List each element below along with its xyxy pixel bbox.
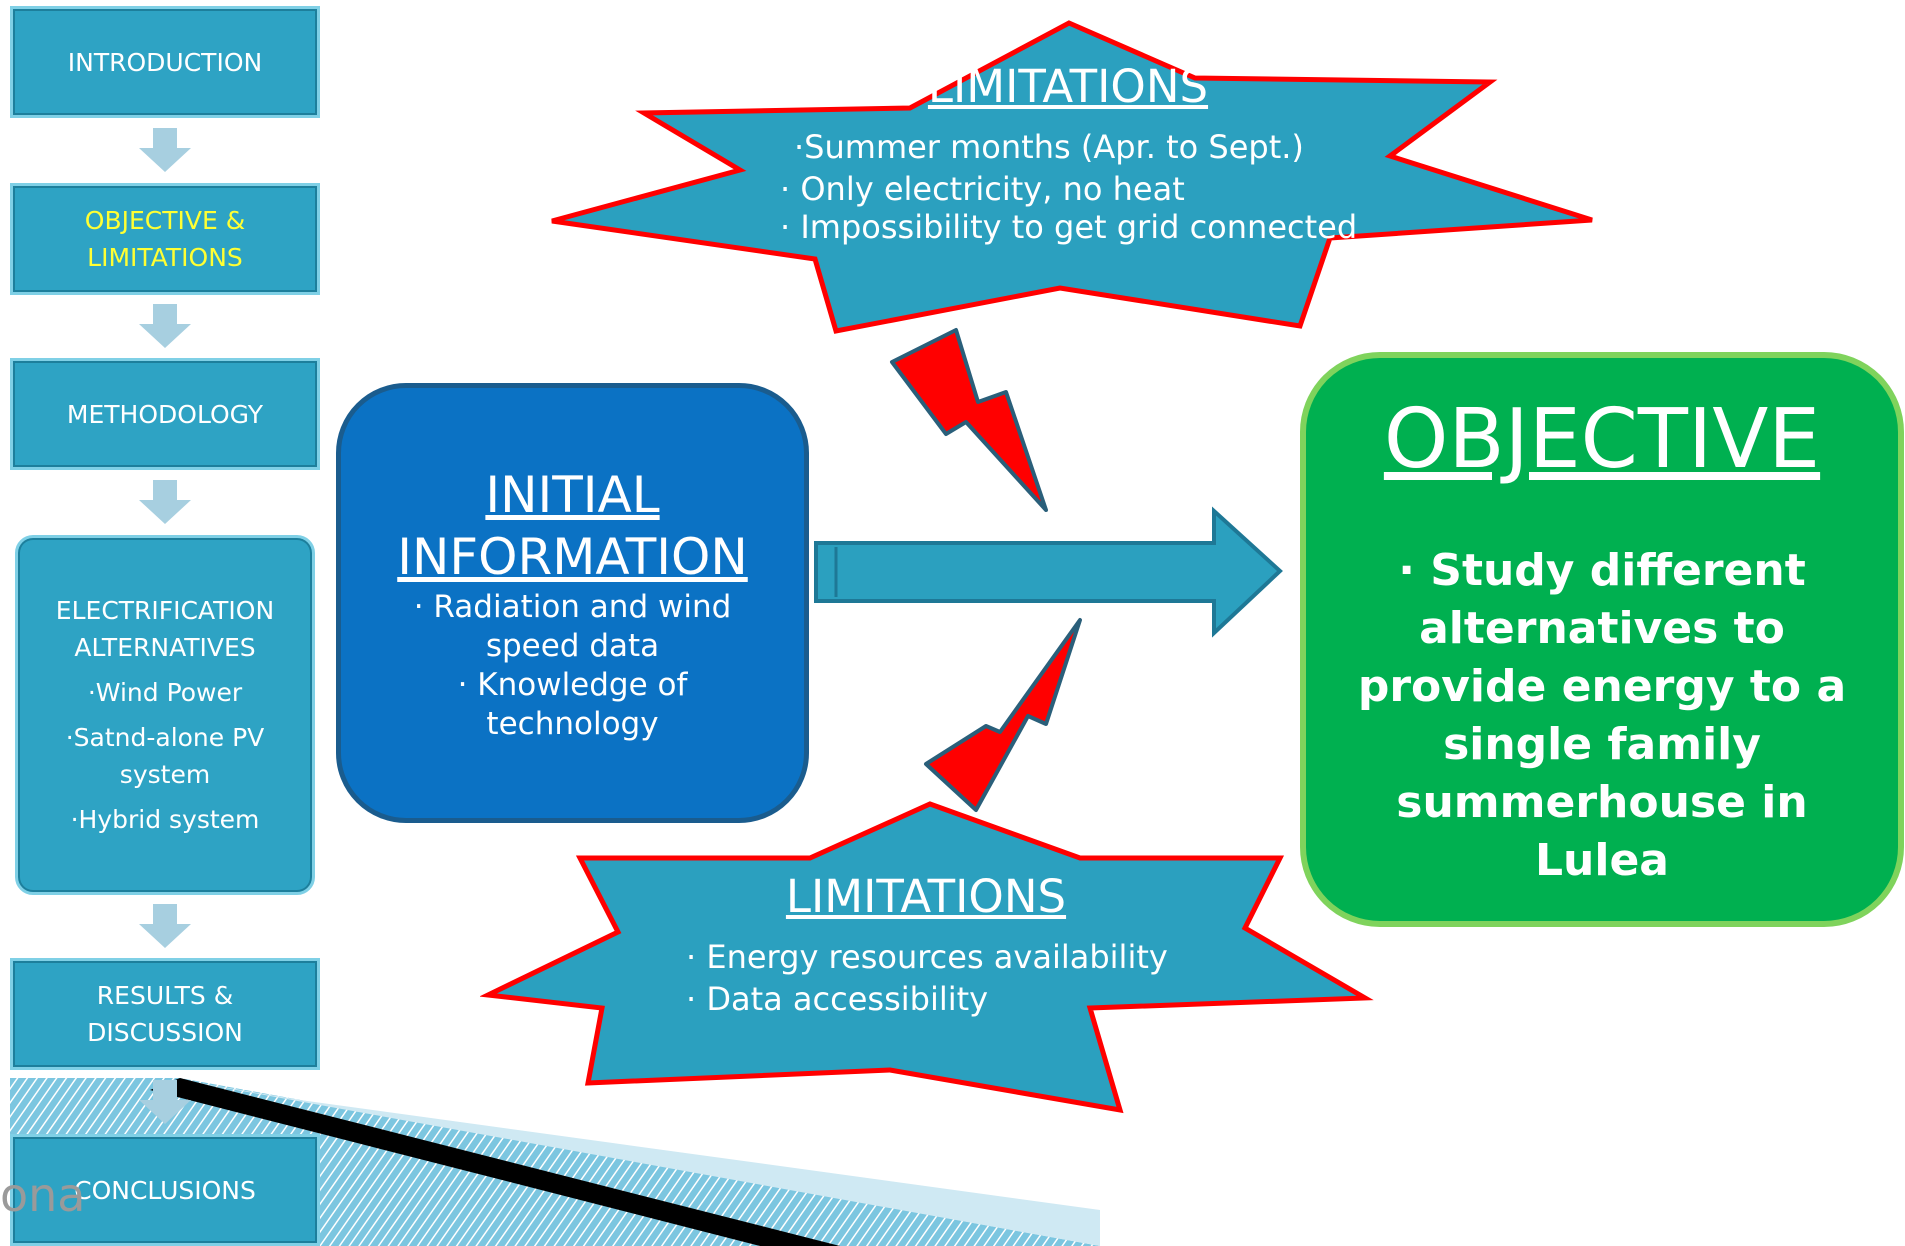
initial-info-item-4: technology	[486, 706, 659, 742]
lightning-bolt-icon	[890, 328, 1048, 512]
nav-results-discussion[interactable]: RESULTS & DISCUSSION	[10, 958, 320, 1070]
initial-information-title-1: INITIAL	[485, 466, 660, 524]
nav-introduction-label: INTRODUCTION	[67, 47, 263, 77]
objective-box: OBJECTIVE · Study different alternatives…	[1300, 352, 1904, 927]
alt-pv-1: ·Satnd-alone PV	[65, 723, 265, 752]
initial-info-item-1: · Radiation and wind	[413, 589, 732, 625]
nav-results-label-1: RESULTS &	[96, 981, 234, 1010]
down-arrow-icon	[139, 1080, 191, 1124]
university-logo: ona	[0, 1168, 86, 1222]
initial-information-title: INITIAL INFORMATION	[341, 464, 804, 588]
nav-objective-label-2: LIMITATIONS	[87, 243, 243, 272]
down-arrow-icon	[139, 480, 191, 524]
nav-conclusions[interactable]: CONCLUSIONS	[10, 1134, 320, 1246]
alt-wind-power: ·Wind Power	[87, 678, 243, 707]
top-limitation-item-3: · Impossibility to get grid connected	[780, 208, 1358, 246]
bottom-limitations-star	[480, 801, 1374, 1114]
nav-methodology[interactable]: METHODOLOGY	[10, 358, 320, 470]
right-arrow-icon	[814, 506, 1283, 638]
bottom-limitations-title: LIMITATIONS	[785, 870, 1067, 923]
nav-objective-label-1: OBJECTIVE &	[84, 206, 246, 235]
nav-introduction[interactable]: INTRODUCTION	[10, 6, 320, 118]
nav-conclusions-label: CONCLUSIONS	[74, 1175, 256, 1205]
objective-title: OBJECTIVE	[1383, 392, 1821, 487]
top-limitation-item-1: ·Summer months (Apr. to Sept.)	[794, 128, 1304, 166]
nav-electrification-label-2: ALTERNATIVES	[74, 633, 256, 662]
nav-electrification-alternatives[interactable]: ELECTRIFICATION ALTERNATIVES ·Wind Power…	[15, 535, 315, 895]
bottom-limitation-item-1: · Energy resources availability	[686, 938, 1168, 976]
initial-info-item-2: speed data	[485, 628, 660, 664]
nav-results-label-2: DISCUSSION	[87, 1018, 243, 1047]
bottom-limitation-item-2: · Data accessibility	[686, 980, 989, 1018]
top-limitation-item-2: · Only electricity, no heat	[780, 170, 1185, 208]
top-limitations-title: LIMITATIONS	[927, 60, 1209, 113]
initial-information-box: INITIAL INFORMATION · Radiation and wind…	[336, 383, 809, 823]
nav-electrification-label-1: ELECTRIFICATION	[55, 596, 275, 625]
initial-information-title-2: INFORMATION	[397, 528, 748, 586]
nav-objective-limitations[interactable]: OBJECTIVE & LIMITATIONS	[10, 183, 320, 295]
top-limitations-star	[551, 20, 1593, 334]
alt-hybrid: ·Hybrid system	[70, 805, 260, 834]
initial-info-item-3: · Knowledge of	[457, 667, 688, 703]
down-arrow-icon	[139, 304, 191, 348]
lightning-bolt-icon	[924, 618, 1082, 812]
nav-methodology-label: METHODOLOGY	[66, 399, 264, 429]
down-arrow-icon	[139, 128, 191, 172]
objective-text: · Study different alternatives to provid…	[1357, 545, 1847, 886]
down-arrow-icon	[139, 904, 191, 948]
alt-pv-2: system	[119, 760, 211, 789]
